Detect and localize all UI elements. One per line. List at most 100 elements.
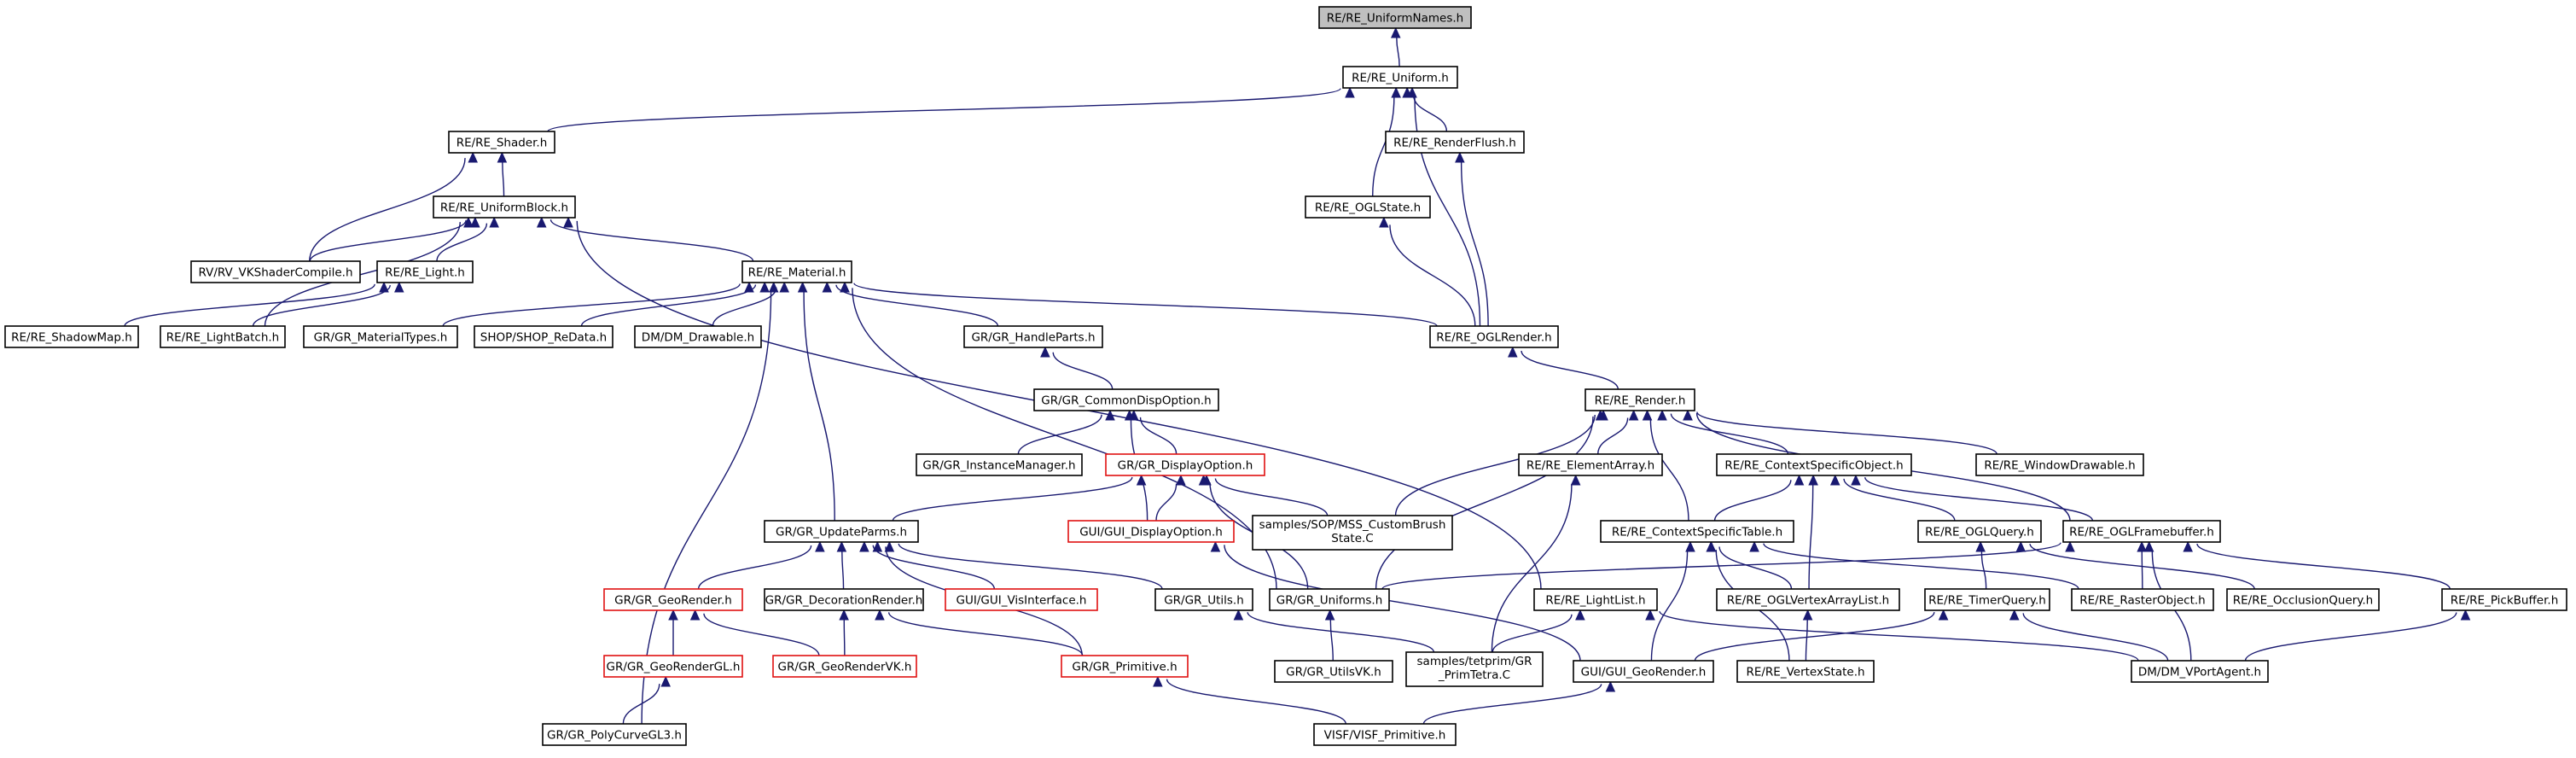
node-vkshader[interactable]: RV/RV_VKShaderCompile.h bbox=[190, 260, 361, 283]
edge-dmdrawable-to-material bbox=[712, 281, 789, 327]
node-box bbox=[1313, 723, 1457, 746]
node-shader[interactable]: RE/RE_Shader.h bbox=[448, 131, 555, 154]
node-lightbatch[interactable]: RE/RE_LightBatch.h bbox=[160, 325, 286, 348]
edge-tetprim-to-lightlist bbox=[1492, 609, 1585, 653]
node-windraw[interactable]: RE/RE_WindowDrawable.h bbox=[1975, 453, 2144, 476]
node-visiface[interactable]: GUI/GUI_VisInterface.h bbox=[945, 588, 1098, 611]
node-label: GR/GR_DisplayOption.h bbox=[1118, 459, 1253, 473]
node-material[interactable]: RE/RE_Material.h bbox=[741, 260, 852, 283]
node-render[interactable]: RE/RE_Render.h bbox=[1585, 388, 1695, 411]
node-polycurve[interactable]: GR/GR_PolyCurveGL3.h bbox=[542, 723, 687, 746]
arrowhead-icon bbox=[1645, 609, 1655, 621]
node-guidispopt[interactable]: GUI/GUI_DisplayOption.h bbox=[1067, 520, 1235, 543]
node-label: GUI/GUI_DisplayOption.h bbox=[1079, 526, 1223, 539]
node-shadowmap[interactable]: RE/RE_ShadowMap.h bbox=[4, 325, 139, 348]
node-label: State.C bbox=[1331, 532, 1373, 545]
nodes-layer: RE/RE_UniformNames.hRE/RE_Uniform.hRE/RE… bbox=[4, 6, 2567, 746]
node-shopredata[interactable]: SHOP/SHOP_ReData.h bbox=[474, 325, 613, 348]
node-mattypes[interactable]: GR/GR_MaterialTypes.h bbox=[303, 325, 458, 348]
arrowhead-icon bbox=[1570, 474, 1581, 486]
edge-line bbox=[1389, 224, 1476, 327]
edge-rasterobj-to-ctxtable bbox=[1749, 540, 2079, 590]
node-lightlist[interactable]: RE/RE_LightList.h bbox=[1533, 588, 1658, 611]
node-oglrender[interactable]: RE/RE_OGLRender.h bbox=[1429, 325, 1559, 348]
arrowhead-icon bbox=[2015, 540, 2026, 552]
edge-shadowmap-to-light bbox=[124, 281, 389, 327]
node-georendervk[interactable]: GR/GR_GeoRenderVK.h bbox=[772, 655, 917, 678]
node-decorender[interactable]: GR/GR_DecorationRender.h bbox=[764, 588, 924, 611]
node-vertexstate[interactable]: RE/RE_VertexState.h bbox=[1736, 660, 1875, 683]
edge-line bbox=[835, 284, 999, 327]
node-uniformnames[interactable]: RE/RE_UniformNames.h bbox=[1318, 6, 1472, 29]
node-label: RE/RE_Shader.h bbox=[456, 137, 548, 150]
arrowhead-icon bbox=[1657, 409, 1667, 421]
node-light[interactable]: RE/RE_Light.h bbox=[376, 260, 474, 283]
node-box bbox=[2131, 660, 2269, 683]
node-ctxtable[interactable]: RE/RE_ContextSpecificTable.h bbox=[1600, 520, 1794, 543]
node-tetprim[interactable]: samples/tetprim/GR_PrimTetra.C bbox=[1405, 651, 1544, 687]
node-pickbuffer[interactable]: RE/RE_PickBuffer.h bbox=[2441, 588, 2567, 611]
edge-line bbox=[1659, 610, 2139, 662]
arrowhead-icon bbox=[660, 675, 671, 687]
node-guigeorender[interactable]: GUI/GUI_GeoRender.h bbox=[1573, 660, 1714, 683]
node-instmgr[interactable]: GR/GR_InstanceManager.h bbox=[916, 453, 1083, 476]
node-occlusion[interactable]: RE/RE_OcclusionQuery.h bbox=[2226, 588, 2380, 611]
node-uniformblock[interactable]: RE/RE_UniformBlock.h bbox=[433, 195, 576, 219]
node-rasterobj[interactable]: RE/RE_RasterObject.h bbox=[2071, 588, 2214, 611]
node-label: SHOP/SHOP_ReData.h bbox=[480, 331, 607, 345]
node-utilsvk[interactable]: GR/GR_UtilsVK.h bbox=[1274, 660, 1393, 683]
node-oglfb[interactable]: RE/RE_OGLFramebuffer.h bbox=[2062, 520, 2221, 543]
node-timerquery[interactable]: RE/RE_TimerQuery.h bbox=[1924, 588, 2050, 611]
arrowhead-icon bbox=[1198, 474, 1209, 486]
edge-line bbox=[1670, 413, 1789, 455]
edge-visiface-to-updateparms bbox=[859, 540, 996, 590]
edge-guigeorender-to-ctxtable bbox=[1650, 540, 1695, 662]
node-georendergl[interactable]: GR/GR_GeoRenderGL.h bbox=[603, 655, 743, 678]
node-oglstate[interactable]: RE/RE_OGLState.h bbox=[1305, 195, 1431, 219]
arrowhead-icon bbox=[1233, 609, 1244, 621]
node-dmdrawable[interactable]: DM/DM_Drawable.h bbox=[634, 325, 762, 348]
node-box bbox=[433, 195, 576, 219]
arrowhead-icon bbox=[1391, 86, 1401, 98]
node-box bbox=[963, 325, 1103, 348]
node-georender[interactable]: GR/GR_GeoRender.h bbox=[603, 588, 743, 611]
node-label: VISF/VISF_Primitive.h bbox=[1324, 729, 1446, 743]
edge-line bbox=[703, 613, 820, 656]
node-renderflush[interactable]: RE/RE_RenderFlush.h bbox=[1385, 131, 1525, 154]
node-label: GR/GR_HandleParts.h bbox=[971, 331, 1095, 345]
node-box bbox=[1429, 325, 1559, 348]
node-vportagent[interactable]: DM/DM_VPortAgent.h bbox=[2131, 660, 2269, 683]
edge-oglquery-to-ctxobj bbox=[1829, 474, 1956, 522]
node-oglvao[interactable]: RE/RE_OGLVertexArrayList.h bbox=[1716, 588, 1900, 611]
node-label: RE/RE_WindowDrawable.h bbox=[1984, 459, 2135, 473]
node-visfprim[interactable]: VISF/VISF_Primitive.h bbox=[1313, 723, 1457, 746]
node-updateparms[interactable]: GR/GR_UpdateParms.h bbox=[764, 520, 919, 543]
node-box bbox=[160, 325, 286, 348]
node-box bbox=[1067, 520, 1235, 543]
node-box bbox=[2226, 588, 2380, 611]
edge-handleparts-to-material bbox=[822, 281, 999, 327]
edge-line bbox=[1460, 161, 1489, 327]
node-primitive[interactable]: GR/GR_Primitive.h bbox=[1061, 655, 1189, 678]
node-oglquery[interactable]: RE/RE_OGLQuery.h bbox=[1917, 520, 2042, 543]
node-uniform[interactable]: RE/RE_Uniform.h bbox=[1342, 66, 1458, 89]
edge-gruniforms-to-oglfb bbox=[1381, 540, 2075, 590]
node-dispoption[interactable]: GR/GR_DisplayOption.h bbox=[1105, 453, 1265, 476]
edge-rasterobj-to-oglfb bbox=[2137, 540, 2147, 590]
arrowhead-icon bbox=[839, 609, 849, 621]
arrowhead-icon bbox=[394, 281, 404, 293]
node-ctxobj[interactable]: RE/RE_ContextSpecificObject.h bbox=[1716, 453, 1912, 476]
node-grutils[interactable]: GR/GR_Utils.h bbox=[1154, 588, 1253, 611]
edge-line bbox=[1422, 684, 1602, 725]
node-gruniforms[interactable]: GR/GR_Uniforms.h bbox=[1269, 588, 1390, 611]
node-box bbox=[1154, 588, 1253, 611]
node-handleparts[interactable]: GR/GR_HandleParts.h bbox=[963, 325, 1103, 348]
edge-georendervk-to-decorender bbox=[839, 609, 849, 656]
node-box bbox=[1318, 6, 1472, 29]
node-elemarray[interactable]: RE/RE_ElementArray.h bbox=[1518, 453, 1663, 476]
edge-line bbox=[1491, 483, 1573, 653]
node-commondisp[interactable]: GR/GR_CommonDispOption.h bbox=[1033, 388, 1219, 411]
edge-line bbox=[1718, 546, 1793, 590]
